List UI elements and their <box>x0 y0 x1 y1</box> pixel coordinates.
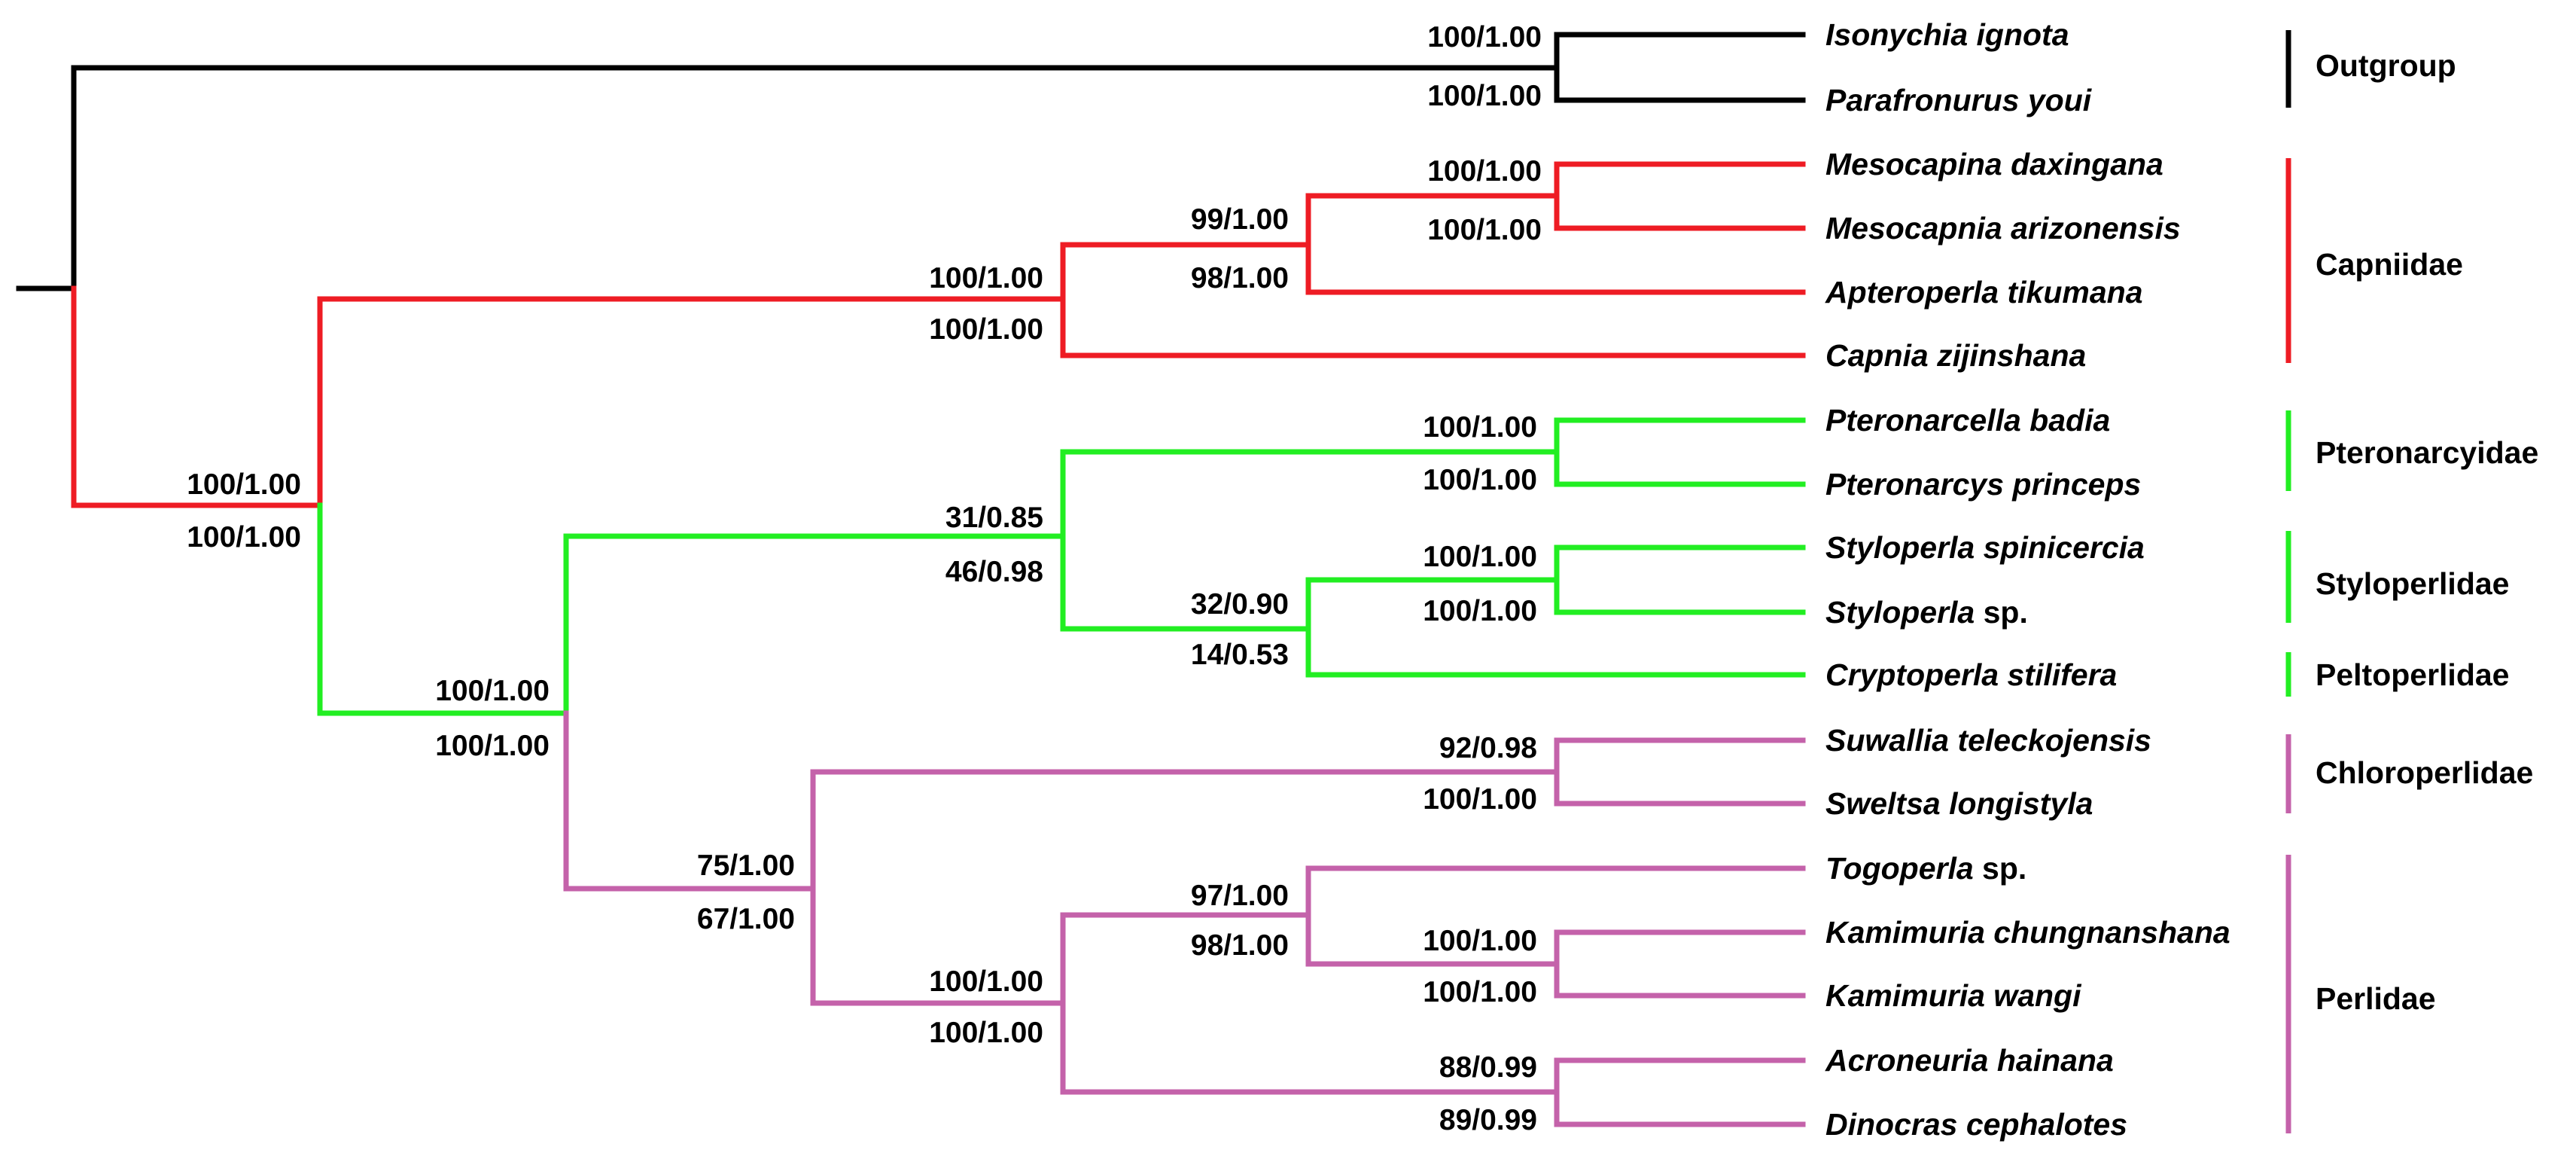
family-label: Styloperlidae <box>2316 566 2509 601</box>
taxon-name: Togoperla <box>1825 851 1974 886</box>
taxon-name: Mesocapnia arizonensis <box>1825 211 2181 246</box>
taxon-suffix: sp. <box>1975 595 2028 630</box>
taxon-name: Dinocras cephalotes <box>1825 1107 2127 1142</box>
support-upper: 92/0.98 <box>1439 732 1537 764</box>
taxon-name: Suwallia teleckojensis <box>1825 723 2151 758</box>
support-upper: 100/1.00 <box>187 468 301 501</box>
support-lower: 98/1.00 <box>1191 929 1289 962</box>
tree-branches <box>16 32 1806 1127</box>
support-lower: 100/1.00 <box>1427 80 1542 112</box>
family-label: Perlidae <box>2316 981 2436 1016</box>
support-upper: 88/0.99 <box>1439 1051 1537 1084</box>
support-upper: 100/1.00 <box>929 262 1043 294</box>
support-lower: 14/0.53 <box>1191 639 1289 671</box>
support-upper: 100/1.00 <box>1423 411 1537 444</box>
taxon-label: Mesocapnia arizonensis <box>1825 211 2181 246</box>
support-lower: 100/1.00 <box>1423 595 1537 627</box>
family-label: Outgroup <box>2316 48 2456 83</box>
family-brackets: OutgroupCapniidaePteronarcyidaeStyloperl… <box>2285 30 2538 1133</box>
taxon-label: Apteroperla tikumana <box>1825 275 2143 310</box>
support-upper: 99/1.00 <box>1191 203 1289 236</box>
family-label: Peltoperlidae <box>2316 657 2509 692</box>
taxon-label: Kamimuria chungnanshana <box>1825 915 2230 950</box>
support-upper: 32/0.90 <box>1191 588 1289 621</box>
family-label: Chloroperlidae <box>2316 755 2533 790</box>
taxon-name: Capnia zijinshana <box>1825 338 2086 373</box>
support-upper: 100/1.00 <box>1423 925 1537 957</box>
taxon-label: Dinocras cephalotes <box>1825 1107 2127 1142</box>
support-lower: 67/1.00 <box>697 903 795 935</box>
support-upper: 100/1.00 <box>435 675 550 707</box>
taxon-label: Capnia zijinshana <box>1825 338 2086 373</box>
taxon-label: Isonychia ignota <box>1825 17 2069 52</box>
taxon-label: Parafronurus youi <box>1825 83 2093 117</box>
taxon-name: Isonychia ignota <box>1825 17 2069 52</box>
support-lower: 46/0.98 <box>945 556 1043 588</box>
support-upper: 100/1.00 <box>1427 155 1542 188</box>
taxon-name: Pteronarcella badia <box>1825 403 2110 438</box>
support-lower: 100/1.00 <box>1423 783 1537 816</box>
support-upper: 75/1.00 <box>697 849 795 882</box>
taxon-suffix: sp. <box>1974 851 2027 886</box>
support-values: 100/1.00 100/1.00 100/1.00 100/1.00 99/1.00 9… <box>187 21 1542 1136</box>
taxon-name: Styloperla <box>1825 595 1975 630</box>
taxon-label: Pteronarcella badia <box>1825 403 2110 438</box>
taxon-label: Suwallia teleckojensis <box>1825 723 2151 758</box>
taxon-label: Styloperla spinicercia <box>1825 530 2145 565</box>
taxon-name: Sweltsa longistyla <box>1825 786 2093 821</box>
taxon-label: Cryptoperla stilifera <box>1825 657 2117 692</box>
support-lower: 100/1.00 <box>1427 214 1542 246</box>
taxon-label: Acroneuria hainana <box>1825 1043 2114 1078</box>
taxon-label: Togoperla sp. <box>1825 851 2026 886</box>
support-lower: 100/1.00 <box>435 730 550 762</box>
taxon-name: Acroneuria hainana <box>1825 1043 2114 1078</box>
support-lower: 100/1.00 <box>187 521 301 554</box>
taxon-name: Apteroperla tikumana <box>1825 275 2143 310</box>
taxon-label: Kamimuria wangi <box>1825 978 2082 1013</box>
taxon-label: Pteronarcys princeps <box>1825 467 2141 502</box>
taxon-name: Parafronurus youi <box>1825 83 2093 117</box>
taxon-name: Kamimuria wangi <box>1825 978 2082 1013</box>
family-label: Pteronarcyidae <box>2316 435 2538 470</box>
support-lower: 100/1.00 <box>929 1017 1043 1049</box>
taxon-name: Mesocapina daxingana <box>1825 147 2163 181</box>
support-upper: 100/1.00 <box>1423 541 1537 573</box>
support-upper: 31/0.85 <box>945 502 1043 534</box>
support-lower: 89/0.99 <box>1439 1104 1537 1136</box>
taxon-label: Sweltsa longistyla <box>1825 786 2093 821</box>
support-upper: 100/1.00 <box>929 965 1043 998</box>
taxon-name: Styloperla spinicercia <box>1825 530 2145 565</box>
taxon-name: Cryptoperla stilifera <box>1825 657 2117 692</box>
taxon-name: Pteronarcys princeps <box>1825 467 2141 502</box>
support-upper: 97/1.00 <box>1191 880 1289 912</box>
support-lower: 100/1.00 <box>1423 976 1537 1008</box>
support-lower: 100/1.00 <box>929 313 1043 346</box>
taxon-name: Kamimuria chungnanshana <box>1825 915 2230 950</box>
support-lower: 100/1.00 <box>1423 464 1537 496</box>
support-lower: 98/1.00 <box>1191 262 1289 294</box>
family-label: Capniidae <box>2316 247 2463 282</box>
taxon-label: Mesocapina daxingana <box>1825 147 2163 181</box>
support-upper: 100/1.00 <box>1427 21 1542 53</box>
taxon-label: Styloperla sp. <box>1825 595 2028 630</box>
